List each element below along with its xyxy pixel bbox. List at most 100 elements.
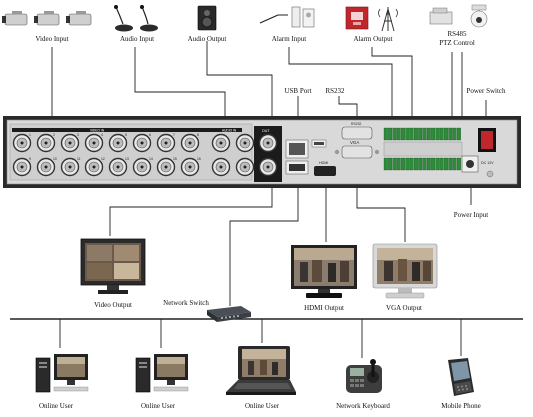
online-user-laptop <box>224 344 298 398</box>
terminal-bottom-8 <box>414 158 418 170</box>
terminal-top-4 <box>397 128 401 140</box>
terminal-top-15 <box>444 128 448 140</box>
audio-in-bnc-3 <box>213 159 230 176</box>
ptz-camera-icon <box>428 4 498 28</box>
svg-text:11: 11 <box>77 157 81 161</box>
label-online-user-2: Online User <box>141 402 175 410</box>
audio-out-bnc <box>260 135 277 152</box>
network-switch-icon <box>203 302 253 324</box>
audio-output-line <box>207 41 272 118</box>
label-audio-output: Audio Output <box>188 35 227 43</box>
hdmi-output-monitor <box>290 244 358 300</box>
svg-text:9: 9 <box>29 157 31 161</box>
panel-rs232-label: RS232 <box>351 122 361 126</box>
svg-text:15: 15 <box>173 157 177 161</box>
terminal-bottom-1 <box>384 158 388 170</box>
terminal-top-12 <box>431 128 435 140</box>
audio-in-bnc-2 <box>237 135 254 152</box>
label-power-switch: Power Switch <box>466 87 505 95</box>
terminal-bottom-15 <box>444 158 448 170</box>
terminal-top-9 <box>418 128 422 140</box>
terminal-bottom-6 <box>406 158 410 170</box>
label-audio-input: Audio Input <box>120 35 154 43</box>
label-network-keyboard: Network Keyboard <box>336 402 390 410</box>
terminal-bottom-11 <box>427 158 431 170</box>
svg-text:16: 16 <box>197 157 201 161</box>
terminal-top-2 <box>388 128 392 140</box>
svg-text:14: 14 <box>149 157 153 161</box>
network-keyboard-icon <box>344 357 384 397</box>
mobile-phone-icon <box>442 356 478 400</box>
label-usb-port: USB Port <box>284 87 311 95</box>
terminal-bottom-7 <box>410 158 414 170</box>
terminal-bottom-13 <box>436 158 440 170</box>
terminal-top-11 <box>427 128 431 140</box>
svg-text:3: 3 <box>77 133 79 137</box>
svg-text:7: 7 <box>173 133 175 137</box>
terminal-top-18 <box>457 128 461 140</box>
door-sensor-icon <box>258 5 316 31</box>
panel-audio-in-label: AUDIO IN <box>222 129 237 133</box>
terminal-top-5 <box>401 128 405 140</box>
network-line <box>230 178 298 306</box>
label-network-switch: Network Switch <box>163 299 209 307</box>
camera-group-icon <box>2 8 98 30</box>
alarm-output-icon <box>344 3 406 33</box>
svg-text:8: 8 <box>197 133 199 137</box>
svg-text:13: 13 <box>125 157 129 161</box>
terminal-bottom-16 <box>449 158 453 170</box>
terminal-top-16 <box>449 128 453 140</box>
audio-in-bnc-4 <box>237 159 254 176</box>
panel-dc-label: DC 12V <box>481 161 494 165</box>
terminal-bottom-4 <box>397 158 401 170</box>
svg-text:6: 6 <box>149 133 151 137</box>
terminal-bottom-9 <box>418 158 422 170</box>
label-rs485: RS485 <box>447 30 466 38</box>
label-video-output: Video Output <box>94 301 132 309</box>
online-user-desktop-2 <box>134 350 190 394</box>
terminal-top-8 <box>414 128 418 140</box>
terminal-top-6 <box>406 128 410 140</box>
audio-in-bnc-1 <box>213 135 230 152</box>
microphone-group-icon <box>110 4 160 34</box>
label-power-input: Power Input <box>454 211 488 219</box>
panel-hdmi-label: HDMI <box>319 161 328 165</box>
terminal-top-17 <box>453 128 457 140</box>
terminal-bottom-14 <box>440 158 444 170</box>
svg-text:4: 4 <box>101 133 103 137</box>
svg-text:2: 2 <box>53 133 55 137</box>
online-user-desktop-1 <box>34 350 90 394</box>
terminal-top-14 <box>440 128 444 140</box>
video-out-bnc <box>260 159 277 176</box>
label-alarm-output: Alarm Output <box>353 35 392 43</box>
terminal-top-10 <box>423 128 427 140</box>
svg-text:1: 1 <box>29 133 31 137</box>
label-hdmi-output: HDMI Output <box>304 304 344 312</box>
terminal-bottom-17 <box>453 158 457 170</box>
label-video-input: Video Input <box>35 35 68 43</box>
terminal-bottom-12 <box>431 158 435 170</box>
terminal-bottom-2 <box>388 158 392 170</box>
terminal-bottom-10 <box>423 158 427 170</box>
terminal-bottom-3 <box>393 158 397 170</box>
label-ptz-control: PTZ Control <box>439 39 475 47</box>
terminal-bottom-5 <box>401 158 405 170</box>
panel-out-label: OUT <box>262 129 270 133</box>
terminal-bottom-18 <box>457 158 461 170</box>
video-output-monitor <box>80 238 146 296</box>
panel-vga-label: VGA <box>350 140 359 145</box>
svg-text:12: 12 <box>101 157 105 161</box>
terminal-block-body <box>384 142 462 156</box>
label-vga-output: VGA Output <box>386 304 422 312</box>
speaker-icon <box>197 5 217 31</box>
label-online-user-3: Online User <box>245 402 279 410</box>
label-rs232: RS232 <box>325 87 344 95</box>
terminal-top-7 <box>410 128 414 140</box>
label-online-user-1: Online User <box>39 402 73 410</box>
svg-text:10: 10 <box>53 157 57 161</box>
label-alarm-input: Alarm Input <box>272 35 306 43</box>
audio-input-line <box>135 47 225 118</box>
svg-text:5: 5 <box>125 133 127 137</box>
